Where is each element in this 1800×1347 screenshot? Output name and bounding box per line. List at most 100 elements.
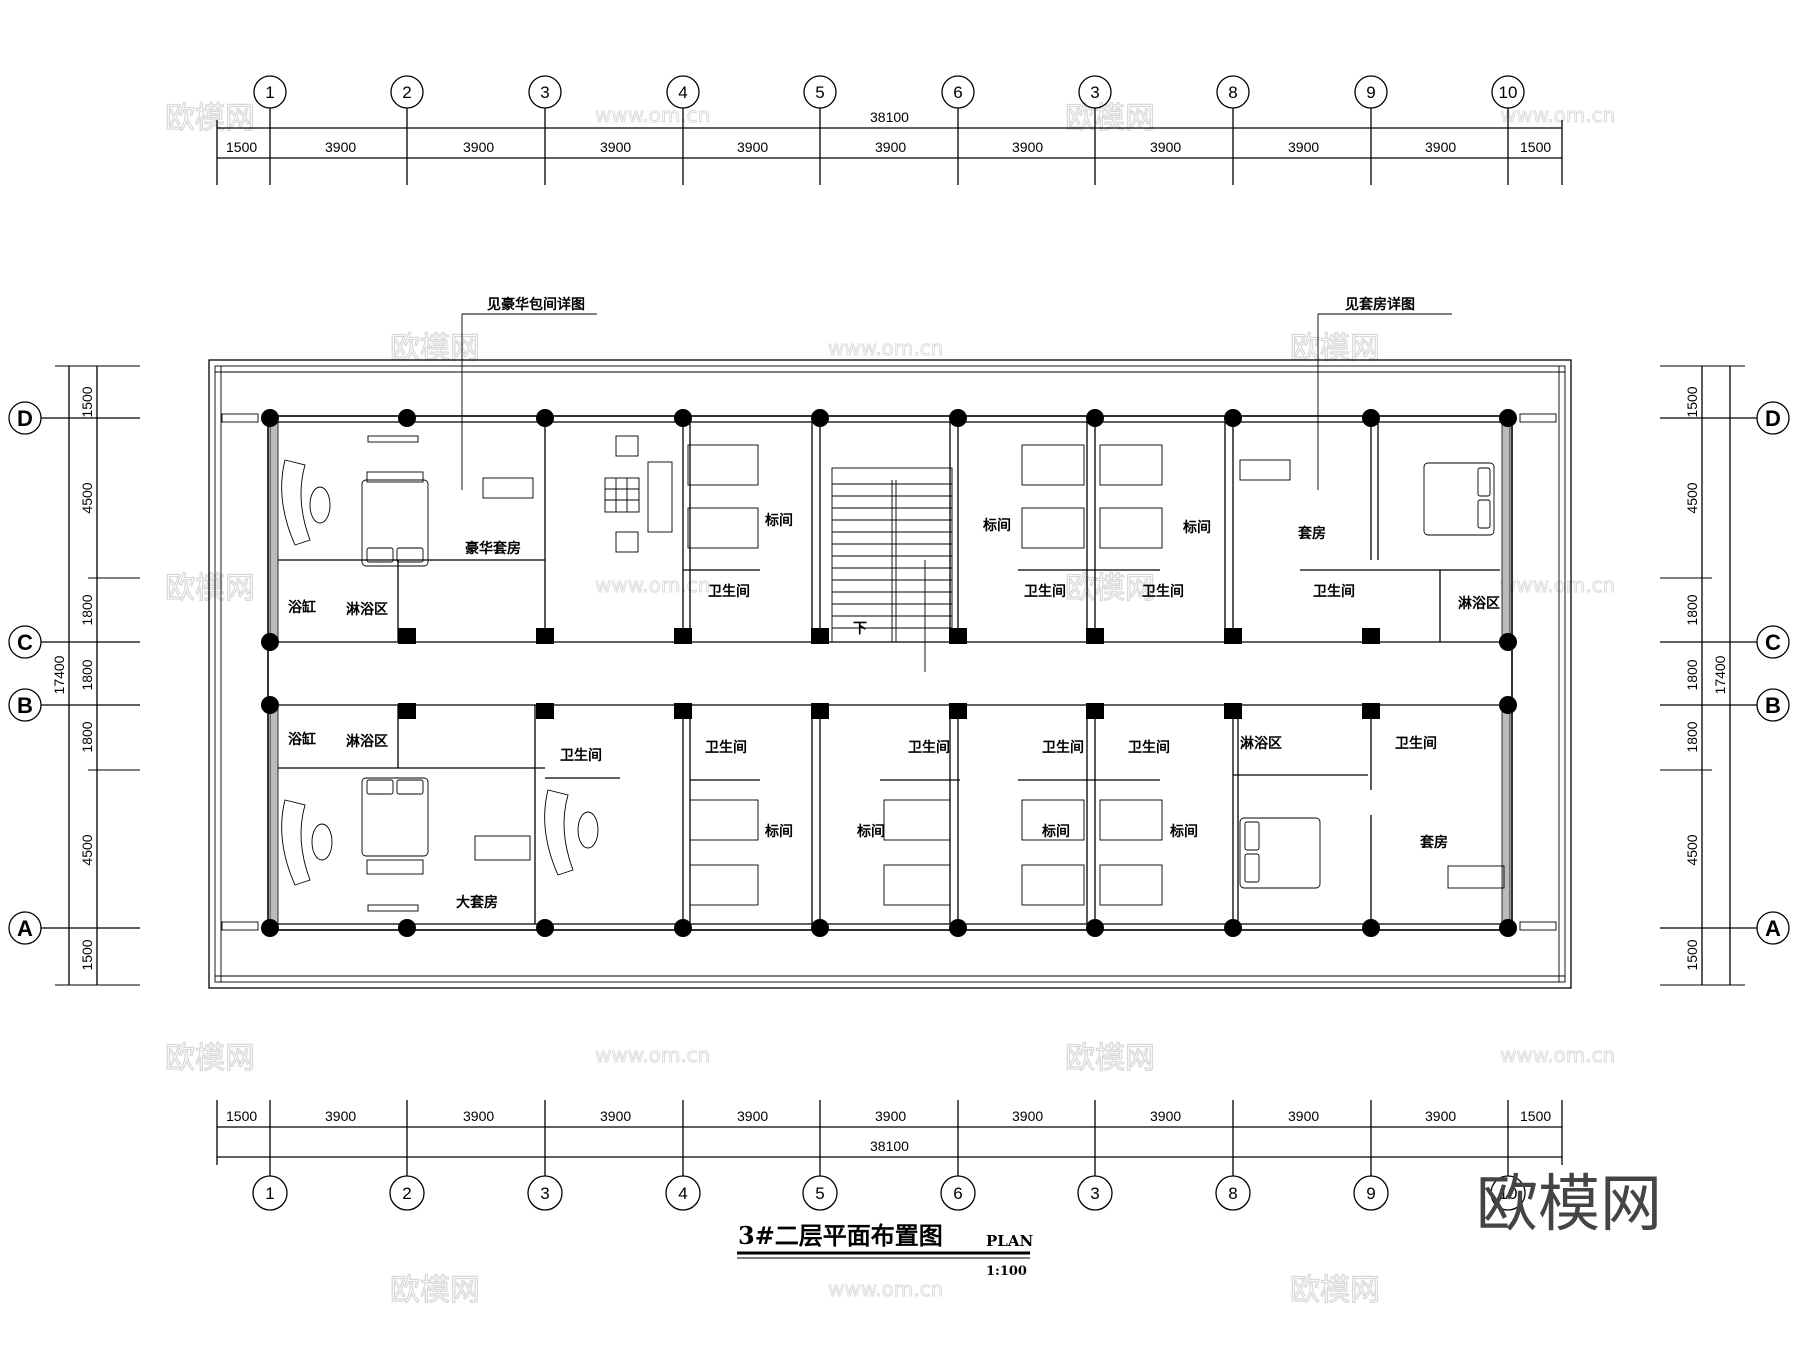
svg-text:欧模网: 欧模网 bbox=[1065, 571, 1155, 606]
top-grid-bubbles: 1 2 3 4 5 6 3 8 9 10 bbox=[253, 75, 1525, 185]
room-label-wc-a: 卫生间 bbox=[560, 747, 602, 764]
svg-text:欧模网: 欧模网 bbox=[1290, 1273, 1380, 1308]
grid-bubble-3: 3 bbox=[528, 75, 562, 185]
svg-text:1: 1 bbox=[265, 1184, 274, 1203]
room-label-suite-lower: 套房 bbox=[1420, 834, 1448, 851]
grid-bubble-D: D bbox=[8, 401, 140, 435]
grid-bubble-C: C bbox=[8, 625, 140, 659]
svg-text:欧模网: 欧模网 bbox=[165, 571, 255, 606]
room-label-wc-1: 卫生间 bbox=[708, 583, 750, 600]
svg-text:1800: 1800 bbox=[1684, 659, 1700, 690]
svg-text:3: 3 bbox=[1090, 1184, 1099, 1203]
room-label-wc-4-lower: 卫生间 bbox=[1128, 739, 1170, 756]
grid-bubble-10: 10 bbox=[1491, 75, 1525, 185]
svg-text:1: 1 bbox=[265, 83, 274, 102]
svg-text:欧模网: 欧模网 bbox=[165, 1041, 255, 1076]
svg-text:www.om.cn: www.om.cn bbox=[595, 103, 710, 127]
grid-bubble-2: 2 bbox=[390, 75, 424, 185]
grid-bubble-A: A bbox=[8, 911, 140, 945]
upper-room-labels: 豪华套房 浴缸 淋浴区 标间 卫生间 下 标间 卫生间 卫生间 标间 套房 卫生… bbox=[288, 512, 1500, 637]
svg-text:2: 2 bbox=[402, 1184, 411, 1203]
svg-text:3900: 3900 bbox=[737, 139, 768, 155]
grid-bubble-9: 9 bbox=[1354, 75, 1388, 185]
top-total-dimension: 38100 bbox=[870, 109, 909, 125]
room-label-twin-1: 标间 bbox=[764, 512, 793, 529]
svg-text:1500: 1500 bbox=[1684, 386, 1700, 417]
svg-text:3900: 3900 bbox=[463, 1108, 494, 1124]
svg-text:4: 4 bbox=[678, 83, 687, 102]
svg-text:1800: 1800 bbox=[79, 659, 95, 690]
grid-bubble-B: B bbox=[8, 688, 140, 722]
svg-text:A: A bbox=[1765, 916, 1781, 941]
room-label-deluxe-suite: 豪华套房 bbox=[465, 540, 521, 557]
svg-text:5: 5 bbox=[815, 1184, 824, 1203]
svg-text:1800: 1800 bbox=[79, 594, 95, 625]
svg-text:A: A bbox=[17, 916, 33, 941]
svg-text:B: B bbox=[17, 693, 33, 718]
svg-text:17400: 17400 bbox=[51, 655, 67, 694]
svg-text:1800: 1800 bbox=[79, 721, 95, 752]
svg-text:www.om.cn: www.om.cn bbox=[828, 336, 943, 360]
grid-bubble-5: 5 bbox=[803, 75, 837, 185]
svg-text:3900: 3900 bbox=[1150, 139, 1181, 155]
svg-text:www.om.cn: www.om.cn bbox=[1500, 1043, 1615, 1067]
lower-partitions bbox=[278, 705, 1372, 924]
svg-text:5: 5 bbox=[815, 83, 824, 102]
right-dimension-chain: 1500 4500 1800 1800 1800 4500 1500 17400 bbox=[1660, 365, 1745, 986]
svg-text:17400: 17400 bbox=[1712, 655, 1728, 694]
svg-text:3900: 3900 bbox=[1425, 139, 1456, 155]
svg-text:3900: 3900 bbox=[463, 139, 494, 155]
room-label-twin-4-lower: 标间 bbox=[1169, 823, 1198, 840]
room-label-wc-1-lower: 卫生间 bbox=[705, 739, 747, 756]
room-label-wc-5-lower: 卫生间 bbox=[1395, 735, 1437, 752]
room-label-twin-1-lower: 标间 bbox=[764, 823, 793, 840]
svg-text:10: 10 bbox=[1499, 1184, 1518, 1203]
callout-right: 见套房详图 bbox=[1317, 296, 1452, 490]
room-label-shower-lower: 淋浴区 bbox=[346, 733, 388, 750]
left-dimension-chain: 1500 4500 1800 1800 1800 4500 1500 17400 bbox=[51, 365, 140, 986]
svg-text:1500: 1500 bbox=[226, 139, 257, 155]
svg-text:1500: 1500 bbox=[79, 939, 95, 970]
svg-text:3900: 3900 bbox=[875, 139, 906, 155]
room-label-bathtub-lower: 浴缸 bbox=[288, 731, 316, 748]
svg-text:9: 9 bbox=[1366, 83, 1375, 102]
grid-bubble-1: 1 bbox=[253, 75, 287, 185]
drawing-scale: 1:100 bbox=[986, 1264, 1027, 1279]
svg-text:3900: 3900 bbox=[600, 139, 631, 155]
left-grid-bubbles: D C B A bbox=[8, 401, 140, 945]
svg-text:3900: 3900 bbox=[1012, 139, 1043, 155]
svg-text:欧模网: 欧模网 bbox=[390, 331, 480, 366]
room-label-shower-right: 淋浴区 bbox=[1458, 595, 1500, 612]
right-grid-bubbles: D C B A bbox=[1660, 401, 1790, 945]
structural-columns bbox=[261, 409, 1517, 937]
bottom-grid-bubbles: 1 2 3 4 5 6 3 8 9 10 bbox=[252, 1100, 1526, 1211]
room-label-shower: 淋浴区 bbox=[346, 601, 388, 618]
upper-partitions bbox=[278, 422, 1500, 672]
svg-text:3900: 3900 bbox=[875, 1108, 906, 1124]
svg-text:10: 10 bbox=[1499, 83, 1518, 102]
svg-text:欧模网: 欧模网 bbox=[1065, 101, 1155, 136]
svg-text:1500: 1500 bbox=[226, 1108, 257, 1124]
drawing-title: 3#二层平面布置图 bbox=[738, 1221, 943, 1250]
watermark-logo-large: 欧模网 bbox=[1476, 1167, 1662, 1240]
svg-text:8: 8 bbox=[1228, 83, 1237, 102]
room-label-shower-right-lower: 淋浴区 bbox=[1240, 735, 1282, 752]
svg-text:1500: 1500 bbox=[1520, 139, 1551, 155]
svg-text:6: 6 bbox=[953, 83, 962, 102]
svg-text:见豪华包间详图: 见豪华包间详图 bbox=[487, 296, 585, 313]
room-label-wc-2: 卫生间 bbox=[1024, 583, 1066, 600]
svg-text:1500: 1500 bbox=[1684, 939, 1700, 970]
svg-text:3: 3 bbox=[1090, 83, 1099, 102]
svg-text:2: 2 bbox=[402, 83, 411, 102]
svg-text:3900: 3900 bbox=[1425, 1108, 1456, 1124]
room-label-wc-3-lower: 卫生间 bbox=[1042, 739, 1084, 756]
svg-text:4500: 4500 bbox=[79, 834, 95, 865]
svg-text:C: C bbox=[17, 630, 33, 655]
grid-bubble-4: 4 bbox=[666, 75, 700, 185]
room-label-wc-2-lower: 卫生间 bbox=[908, 739, 950, 756]
drawing-title-block: 3#二层平面布置图 PLAN 1:100 bbox=[737, 1221, 1033, 1279]
svg-text:6: 6 bbox=[953, 1184, 962, 1203]
lower-room-labels: 浴缸 淋浴区 卫生间 大套房 卫生间 标间 标间 卫生间 卫生间 标间 卫生间 … bbox=[288, 731, 1448, 911]
svg-text:1800: 1800 bbox=[1684, 721, 1700, 752]
